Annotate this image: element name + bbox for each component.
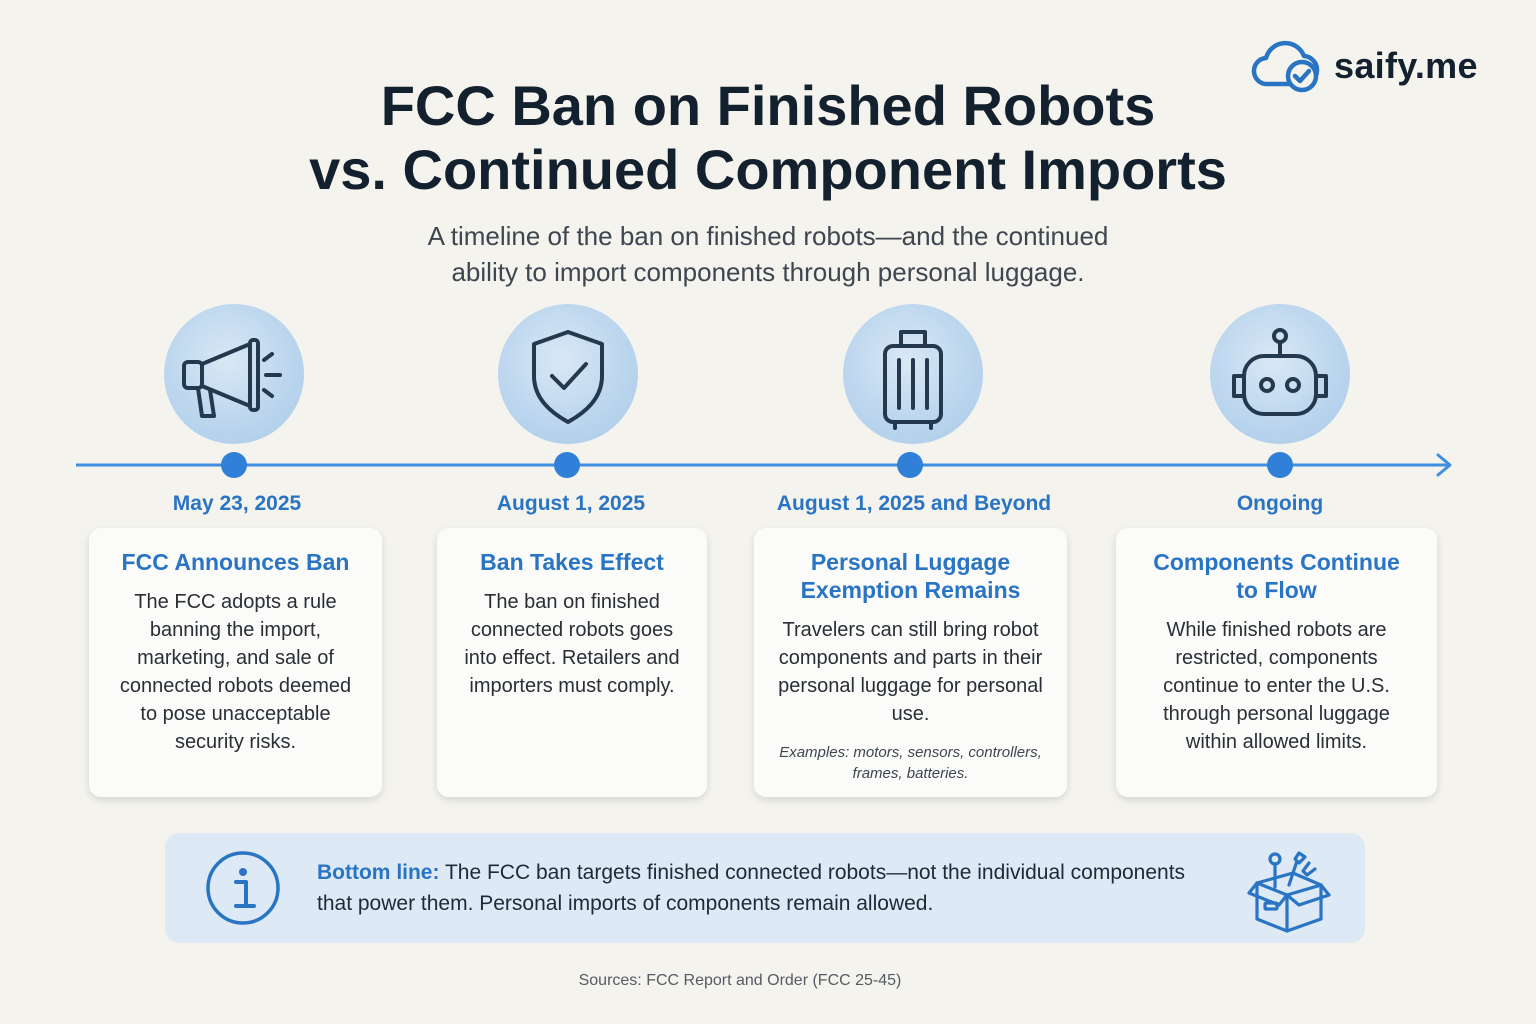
event-4-icon-circle (1210, 304, 1350, 444)
shield-check-icon (532, 330, 604, 424)
event-3-title: Personal Luggage Exemption Remains (754, 548, 1067, 604)
page-title: FCC Ban on Finished Robots vs. Continued… (0, 74, 1536, 202)
event-3-body: Travelers can still bring robot componen… (778, 619, 1043, 725)
event-1-date: May 23, 2025 (172, 492, 302, 515)
sources-note: Sources: FCC Report and Order (FCC 25-45… (578, 972, 902, 989)
cloud-check-icon (1251, 40, 1320, 93)
title-line: Exemption Remains (800, 577, 1021, 603)
event-4-body: While finished robots are restricted, co… (1163, 619, 1390, 753)
subtitle-line: ability to import components through per… (451, 257, 1085, 287)
bottom-line-label: Bottom line: (317, 861, 440, 884)
timeline-dot-1 (221, 452, 247, 478)
timeline-dot-2 (554, 452, 580, 478)
event-4-card: Components Continue to Flow While finish… (1116, 528, 1437, 797)
bottom-line-text: Bottom line: The FCC ban targets finishe… (317, 857, 1217, 919)
toolbox-icon (1247, 851, 1331, 933)
event-4-date: Ongoing (1236, 492, 1324, 515)
page-subtitle: A timeline of the ban on finished robots… (0, 218, 1536, 290)
title-line: Components Continue (1153, 549, 1400, 575)
bottom-line-body: The FCC ban targets finished connected r… (317, 861, 1186, 915)
title-line: to Flow (1236, 577, 1317, 603)
event-4-title: Components Continue to Flow (1116, 548, 1437, 604)
event-2-date: August 1, 2025 (496, 492, 646, 515)
event-2-body: The ban on finished connected robots goe… (464, 591, 680, 697)
title-line: vs. Continued Component Imports (309, 138, 1227, 201)
megaphone-icon (182, 338, 282, 418)
robot-icon (1232, 328, 1328, 416)
event-3-icon-circle (843, 304, 983, 444)
timeline-arrowhead (1436, 453, 1452, 477)
subtitle-line: A timeline of the ban on finished robots… (427, 221, 1109, 251)
event-2-title: Ban Takes Effect (437, 548, 707, 576)
event-1-icon-circle (164, 304, 304, 444)
bottom-line-banner: Bottom line: The FCC ban targets finishe… (165, 833, 1365, 943)
title-line: Ban Takes Effect (480, 549, 664, 575)
title-line: Personal Luggage (810, 549, 1011, 575)
timeline-dot-4 (1267, 452, 1293, 478)
info-icon (206, 851, 280, 925)
event-2-card: Ban Takes Effect The ban on finished con… (437, 528, 707, 797)
event-1-title: FCC Announces Ban (89, 548, 382, 576)
event-3-date: August 1, 2025 and Beyond (776, 492, 1052, 515)
event-3-card: Personal Luggage Exemption Remains Trave… (754, 528, 1067, 797)
title-line: FCC Announces Ban (121, 549, 350, 575)
title-line: FCC Ban on Finished Robots (380, 74, 1156, 137)
event-1-body: The FCC adopts a rule banning the import… (119, 591, 352, 753)
event-1-card: FCC Announces Ban The FCC adopts a rule … (89, 528, 382, 797)
brand-name: saify.me (1334, 45, 1478, 86)
event-3-note: Examples: motors, sensors, controllers, … (779, 744, 1042, 782)
brand-logo: saify.me (1250, 38, 1478, 94)
timeline-dot-3 (897, 452, 923, 478)
event-2-icon-circle (498, 304, 638, 444)
luggage-icon (883, 330, 943, 430)
